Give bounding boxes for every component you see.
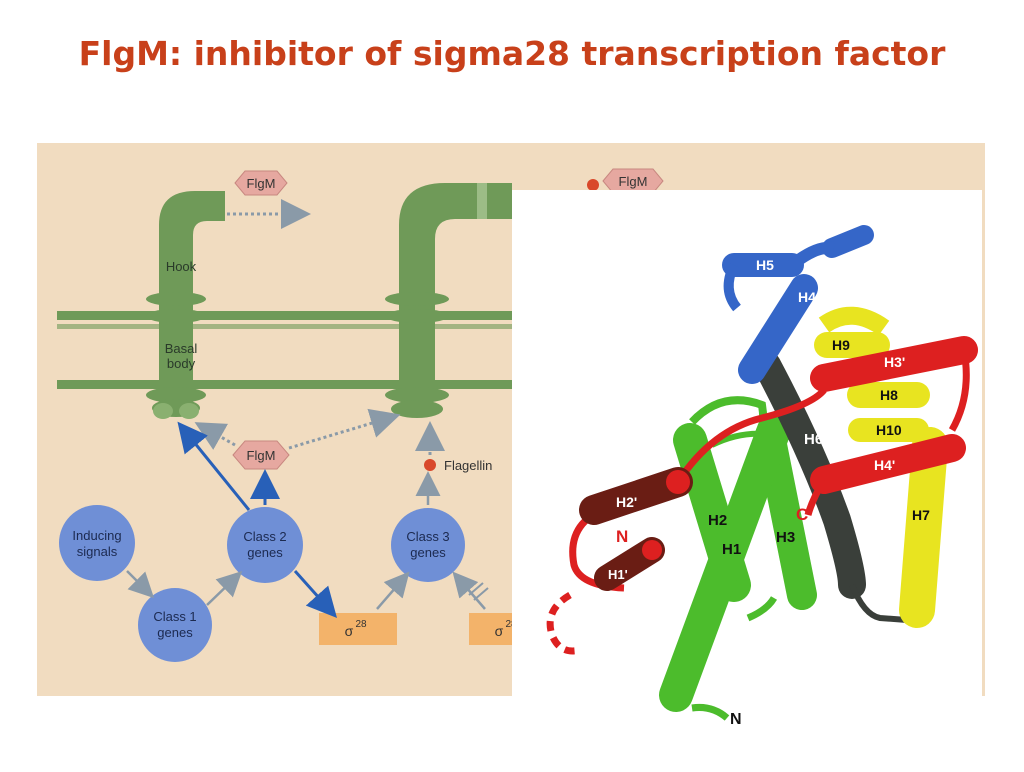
flgm-to-second-flagellum-arrow <box>288 408 401 450</box>
c-ring-2 <box>391 400 443 418</box>
flagellin-dot <box>424 459 436 471</box>
yellow-domain: H9 H8 H10 H7 <box>814 306 948 628</box>
inner-membrane <box>57 380 527 389</box>
flgm-to-basal-arrow <box>194 422 236 450</box>
membranes <box>57 311 527 389</box>
blue-loop-helix <box>822 225 874 258</box>
class2-to-sigma28-arrow <box>293 569 338 618</box>
flgm-exported-label-2: FlgM <box>619 174 648 189</box>
p-ring-2 <box>385 309 449 323</box>
flagellum-2 <box>385 183 512 418</box>
structure-svg: H2 H1 H3 N H6 H5 H4 H9 H8 H10 H7 <box>546 225 978 728</box>
label-h5: H5 <box>756 257 774 273</box>
slide-title: FlgM: inhibitor of sigma28 transcription… <box>78 34 946 73</box>
node-class1-genes: Class 1 genes <box>138 588 212 662</box>
class2-label-1: Class 2 <box>243 529 286 544</box>
disordered-loop <box>546 591 581 655</box>
sigma28-2-symbol: σ <box>495 623 504 639</box>
flgm-cytoplasm: FlgM <box>232 440 290 470</box>
label-h1p: H1' <box>608 567 628 582</box>
label-h2: H2 <box>708 512 727 529</box>
flgm-exported-2: FlgM <box>587 168 664 194</box>
class3-label-1: Class 3 <box>406 529 449 544</box>
label-h6: H6 <box>804 431 823 448</box>
node-inducing-signals: Inducing signals <box>59 505 135 581</box>
label-h9: H9 <box>832 337 850 353</box>
helix-h7 <box>899 427 948 628</box>
basal-body-label-line1: Basal <box>165 341 198 356</box>
ms-ring-1 <box>146 387 206 403</box>
flagellin-dot-exported <box>587 179 599 191</box>
n-terminus-red: N <box>616 527 628 546</box>
basal-body-label-line2: body <box>167 356 196 371</box>
class2-label-2: genes <box>247 545 283 560</box>
label-h7: H7 <box>912 507 930 523</box>
helix-h4p <box>810 434 966 494</box>
rod-2 <box>399 293 435 393</box>
blue-domain: H5 H4 <box>722 225 874 384</box>
c-terminus: C <box>796 505 808 524</box>
p-ring-1 <box>146 309 206 323</box>
flagellum-1: Hook Basal body <box>146 191 225 419</box>
class1-to-class2-arrow <box>206 571 243 606</box>
rod-1 <box>159 273 193 393</box>
label-h10: H10 <box>876 422 902 438</box>
class1-label-1: Class 1 <box>153 609 196 624</box>
filament-junction <box>477 183 487 219</box>
hook-shape-2 <box>399 183 512 293</box>
node-class2-genes: Class 2 genes <box>227 507 303 583</box>
helix-h3p <box>810 336 978 392</box>
red-domain: H2' H1' H3' H4' N C <box>546 336 978 655</box>
node-class3-genes: Class 3 genes <box>391 508 465 582</box>
helix-h9-loop <box>818 306 890 336</box>
class3-label-2: genes <box>410 545 446 560</box>
pathway-svg: Hook Basal body FlgM FlgM FlgM Flagellin… <box>57 168 664 662</box>
green-domain: H2 H1 H3 N <box>659 396 817 728</box>
l-ring-1 <box>146 292 206 306</box>
label-h3: H3 <box>776 529 795 546</box>
export-apparatus-a <box>153 403 173 419</box>
export-apparatus-b <box>179 403 199 419</box>
l-ring-2 <box>385 292 449 306</box>
helix-h1 <box>659 413 791 712</box>
inhibition-bar-2 <box>473 587 489 601</box>
label-h8: H8 <box>880 387 898 403</box>
ms-ring-2 <box>385 387 449 403</box>
sigma28-2-to-class3-arrow <box>452 571 486 610</box>
helix-h4 <box>738 274 818 384</box>
class1-label-2: genes <box>157 625 193 640</box>
inducing-signals-label-2: signals <box>77 544 118 559</box>
hook-shape-1 <box>159 191 225 273</box>
sigma28-symbol: σ <box>345 623 354 639</box>
outer-membrane-inner <box>57 324 527 329</box>
label-h4: H4 <box>798 289 816 305</box>
flgm-sigma28-structure: H2 H1 H3 N H6 H5 H4 H9 H8 H10 H7 <box>512 190 982 768</box>
n-terminus-green: N <box>730 711 742 728</box>
flgm-cytoplasm-label: FlgM <box>247 448 276 463</box>
label-h4p: H4' <box>874 457 895 473</box>
inhibition-bar-1 <box>468 582 484 596</box>
label-h1: H1 <box>722 541 741 558</box>
sigma28-2-superscript: 28 <box>505 619 517 630</box>
hook-label: Hook <box>166 259 197 274</box>
sigma28-superscript: 28 <box>355 619 367 630</box>
helix-h2p <box>579 467 693 525</box>
class2-to-basal-body-arrow <box>177 421 251 511</box>
outer-membrane <box>57 311 527 320</box>
flagellin-label: Flagellin <box>444 458 492 473</box>
label-h3p: H3' <box>884 354 905 370</box>
sigma28-box: σ 28 <box>319 613 397 645</box>
flgm-exported-label-1: FlgM <box>247 176 276 191</box>
flgm-exported-1: FlgM <box>234 170 288 196</box>
inducing-to-class1-arrow <box>126 570 155 599</box>
label-h2p: H2' <box>616 494 637 510</box>
sigma28-to-class3-arrow <box>376 571 410 610</box>
inducing-signals-label-1: Inducing <box>72 528 121 543</box>
